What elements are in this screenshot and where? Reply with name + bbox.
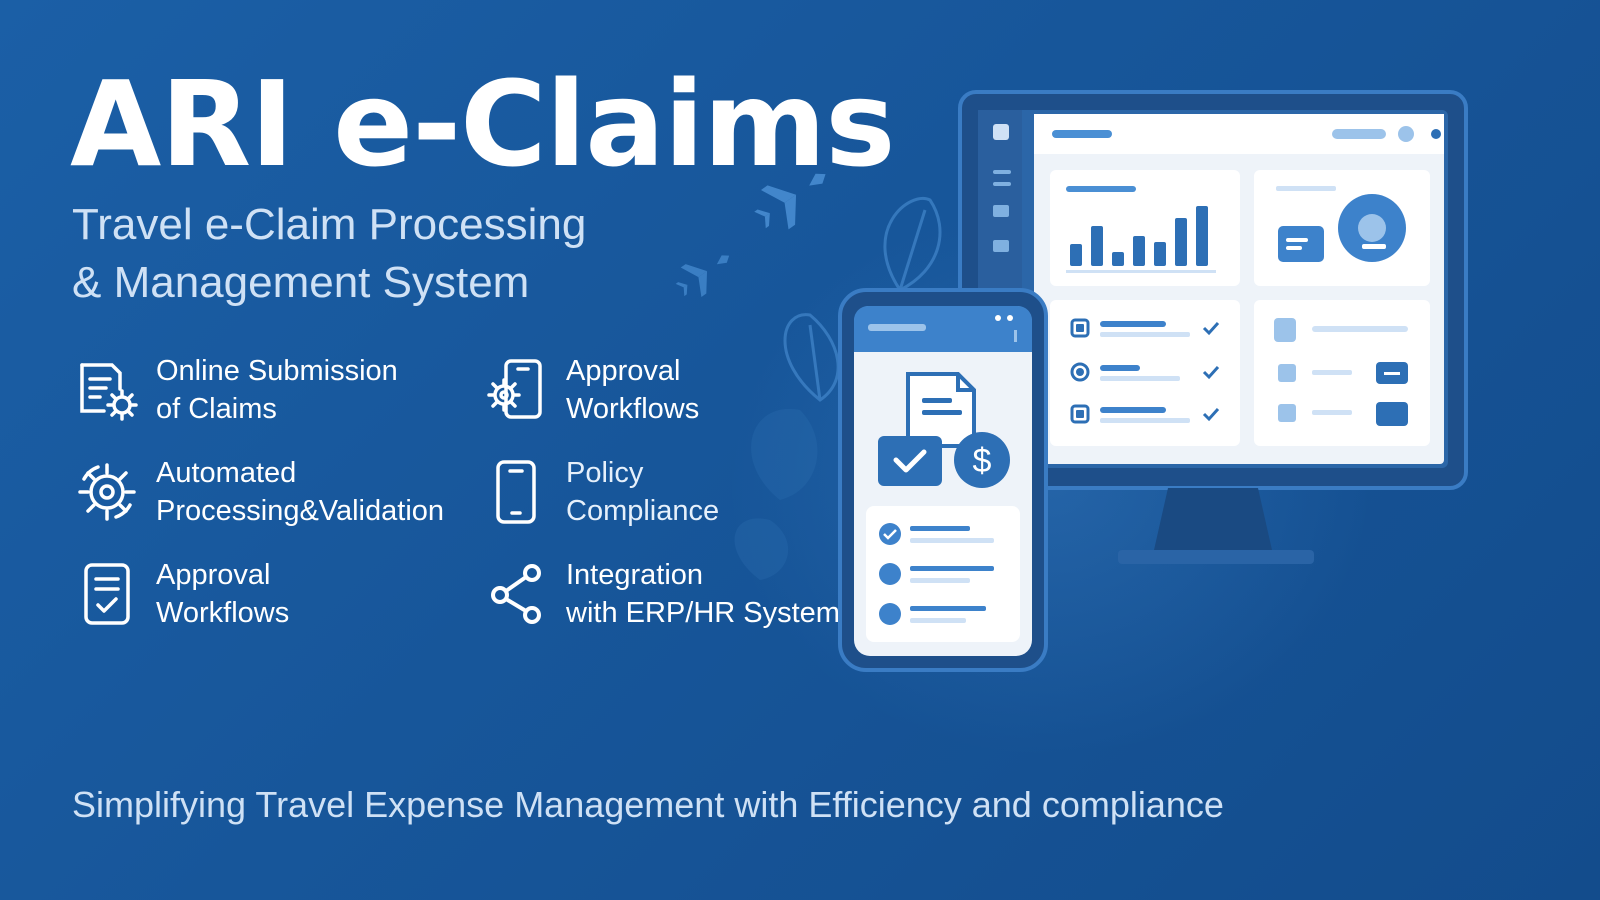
subtitle-line-2: & Management System	[72, 258, 530, 307]
leaf-decoration	[734, 408, 818, 580]
dashboard-bar	[1091, 226, 1103, 266]
dashboard-bar	[1133, 236, 1145, 266]
feature-automated-processing: Automated Processing&Validation	[72, 454, 444, 530]
feature-label: Approval Workflows	[156, 559, 290, 629]
app-title: ARI e-Claims	[70, 55, 895, 193]
dashboard-bar	[1196, 206, 1208, 266]
phone-gear-icon	[487, 359, 542, 419]
feature-policy-compliance: Policy Compliance	[482, 454, 719, 530]
feature-approval-workflows-2: Approval Workflows	[72, 556, 289, 632]
dashboard-bar	[1175, 218, 1187, 266]
share-nodes-icon	[491, 564, 541, 624]
subtitle-line-1: Travel e-Claim Processing	[72, 200, 587, 249]
dashboard-bar	[1154, 242, 1166, 266]
claim-document-icon	[906, 372, 976, 448]
phone-device: $	[838, 288, 1048, 672]
dashboard-bar-chart	[1070, 206, 1208, 266]
feature-label: Policy Compliance	[566, 457, 720, 527]
feature-label: Integration with ERP/HR Systems	[566, 559, 855, 629]
feature-label: Online Submission of Claims	[156, 355, 398, 425]
dashboard-bar	[1070, 244, 1082, 266]
feature-label: Approval Workflows	[566, 355, 700, 425]
feature-online-submission: Online Submission of Claims	[72, 352, 398, 428]
dollar-badge	[954, 432, 1010, 488]
checklist-icon	[84, 563, 130, 625]
currency-symbol: $	[973, 442, 992, 480]
airplane-icon	[754, 173, 826, 230]
dashboard-bar	[1112, 252, 1124, 266]
check-badge	[878, 436, 942, 486]
feature-label: Automated Processing&Validation	[156, 457, 445, 527]
feature-approval-workflows-1: Approval Workflows	[482, 352, 699, 428]
leaf-decoration	[783, 197, 942, 402]
feature-integration: Integration with ERP/HR Systems	[482, 556, 854, 632]
tagline: Simplifying Travel Expense Management wi…	[72, 784, 1224, 825]
document-gear-icon	[80, 363, 138, 421]
gear-cycle-icon	[78, 463, 136, 521]
smartphone-icon	[496, 460, 536, 524]
airplane-icon	[675, 255, 730, 298]
devices-illustration: $	[675, 90, 1468, 672]
monitor-device	[958, 90, 1468, 564]
app-subtitle: Travel e-Claim Processing & Management S…	[72, 196, 772, 312]
